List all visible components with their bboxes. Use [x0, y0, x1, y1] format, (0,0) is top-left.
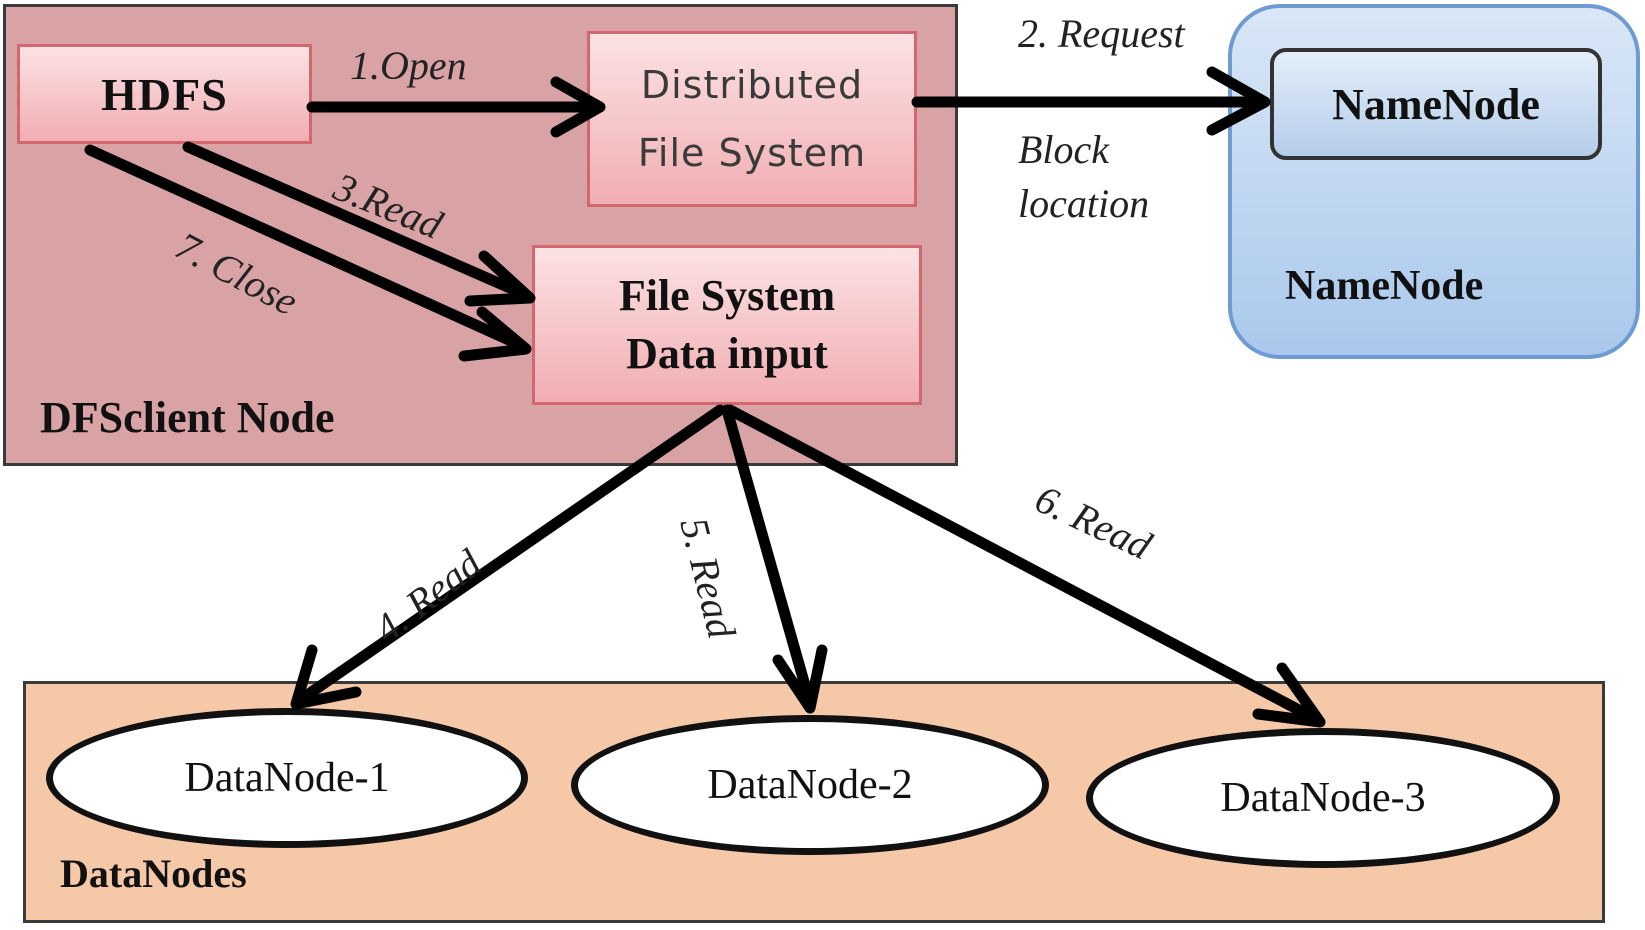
hdfs-box: HDFS: [17, 44, 312, 144]
dfs-label-line2: File System: [637, 131, 867, 175]
edge-label-read4: 4. Read: [365, 540, 490, 652]
fsdi-label-line1: File System: [618, 271, 836, 320]
datanode-3-label: DataNode-3: [1220, 775, 1426, 821]
edge-label-read5: 5. Read: [671, 513, 745, 643]
edge-label-block: Block: [1018, 127, 1110, 172]
file-system-data-input-box: File System Data input: [532, 245, 922, 405]
fsdi-label-line2: Data input: [626, 329, 828, 378]
dfsclient-node-caption: DFSclient Node: [40, 393, 335, 442]
distributed-file-system-box: Distributed File System: [587, 31, 917, 207]
datanode-1-ellipse: DataNode-1: [46, 708, 528, 848]
namenode-box: NameNode: [1270, 48, 1602, 160]
edge-label-request: 2. Request: [1018, 11, 1185, 56]
hdfs-label: HDFS: [101, 68, 228, 120]
edge-label-read6: 6. Read: [1028, 475, 1159, 569]
edge-label-location: location: [1018, 181, 1150, 226]
datanode-2-label: DataNode-2: [707, 762, 913, 808]
dfs-label-line1: Distributed: [640, 63, 864, 107]
namenode-caption: NameNode: [1285, 263, 1484, 309]
datanode-1-label: DataNode-1: [184, 755, 390, 801]
datanode-2-ellipse: DataNode-2: [571, 715, 1049, 855]
datanode-3-ellipse: DataNode-3: [1086, 728, 1560, 868]
edge-label-open: 1.Open: [350, 43, 467, 88]
namenode-inner-label: NameNode: [1332, 79, 1540, 129]
arrow-request: [911, 66, 1271, 136]
datanodes-caption: DataNodes: [60, 851, 247, 896]
